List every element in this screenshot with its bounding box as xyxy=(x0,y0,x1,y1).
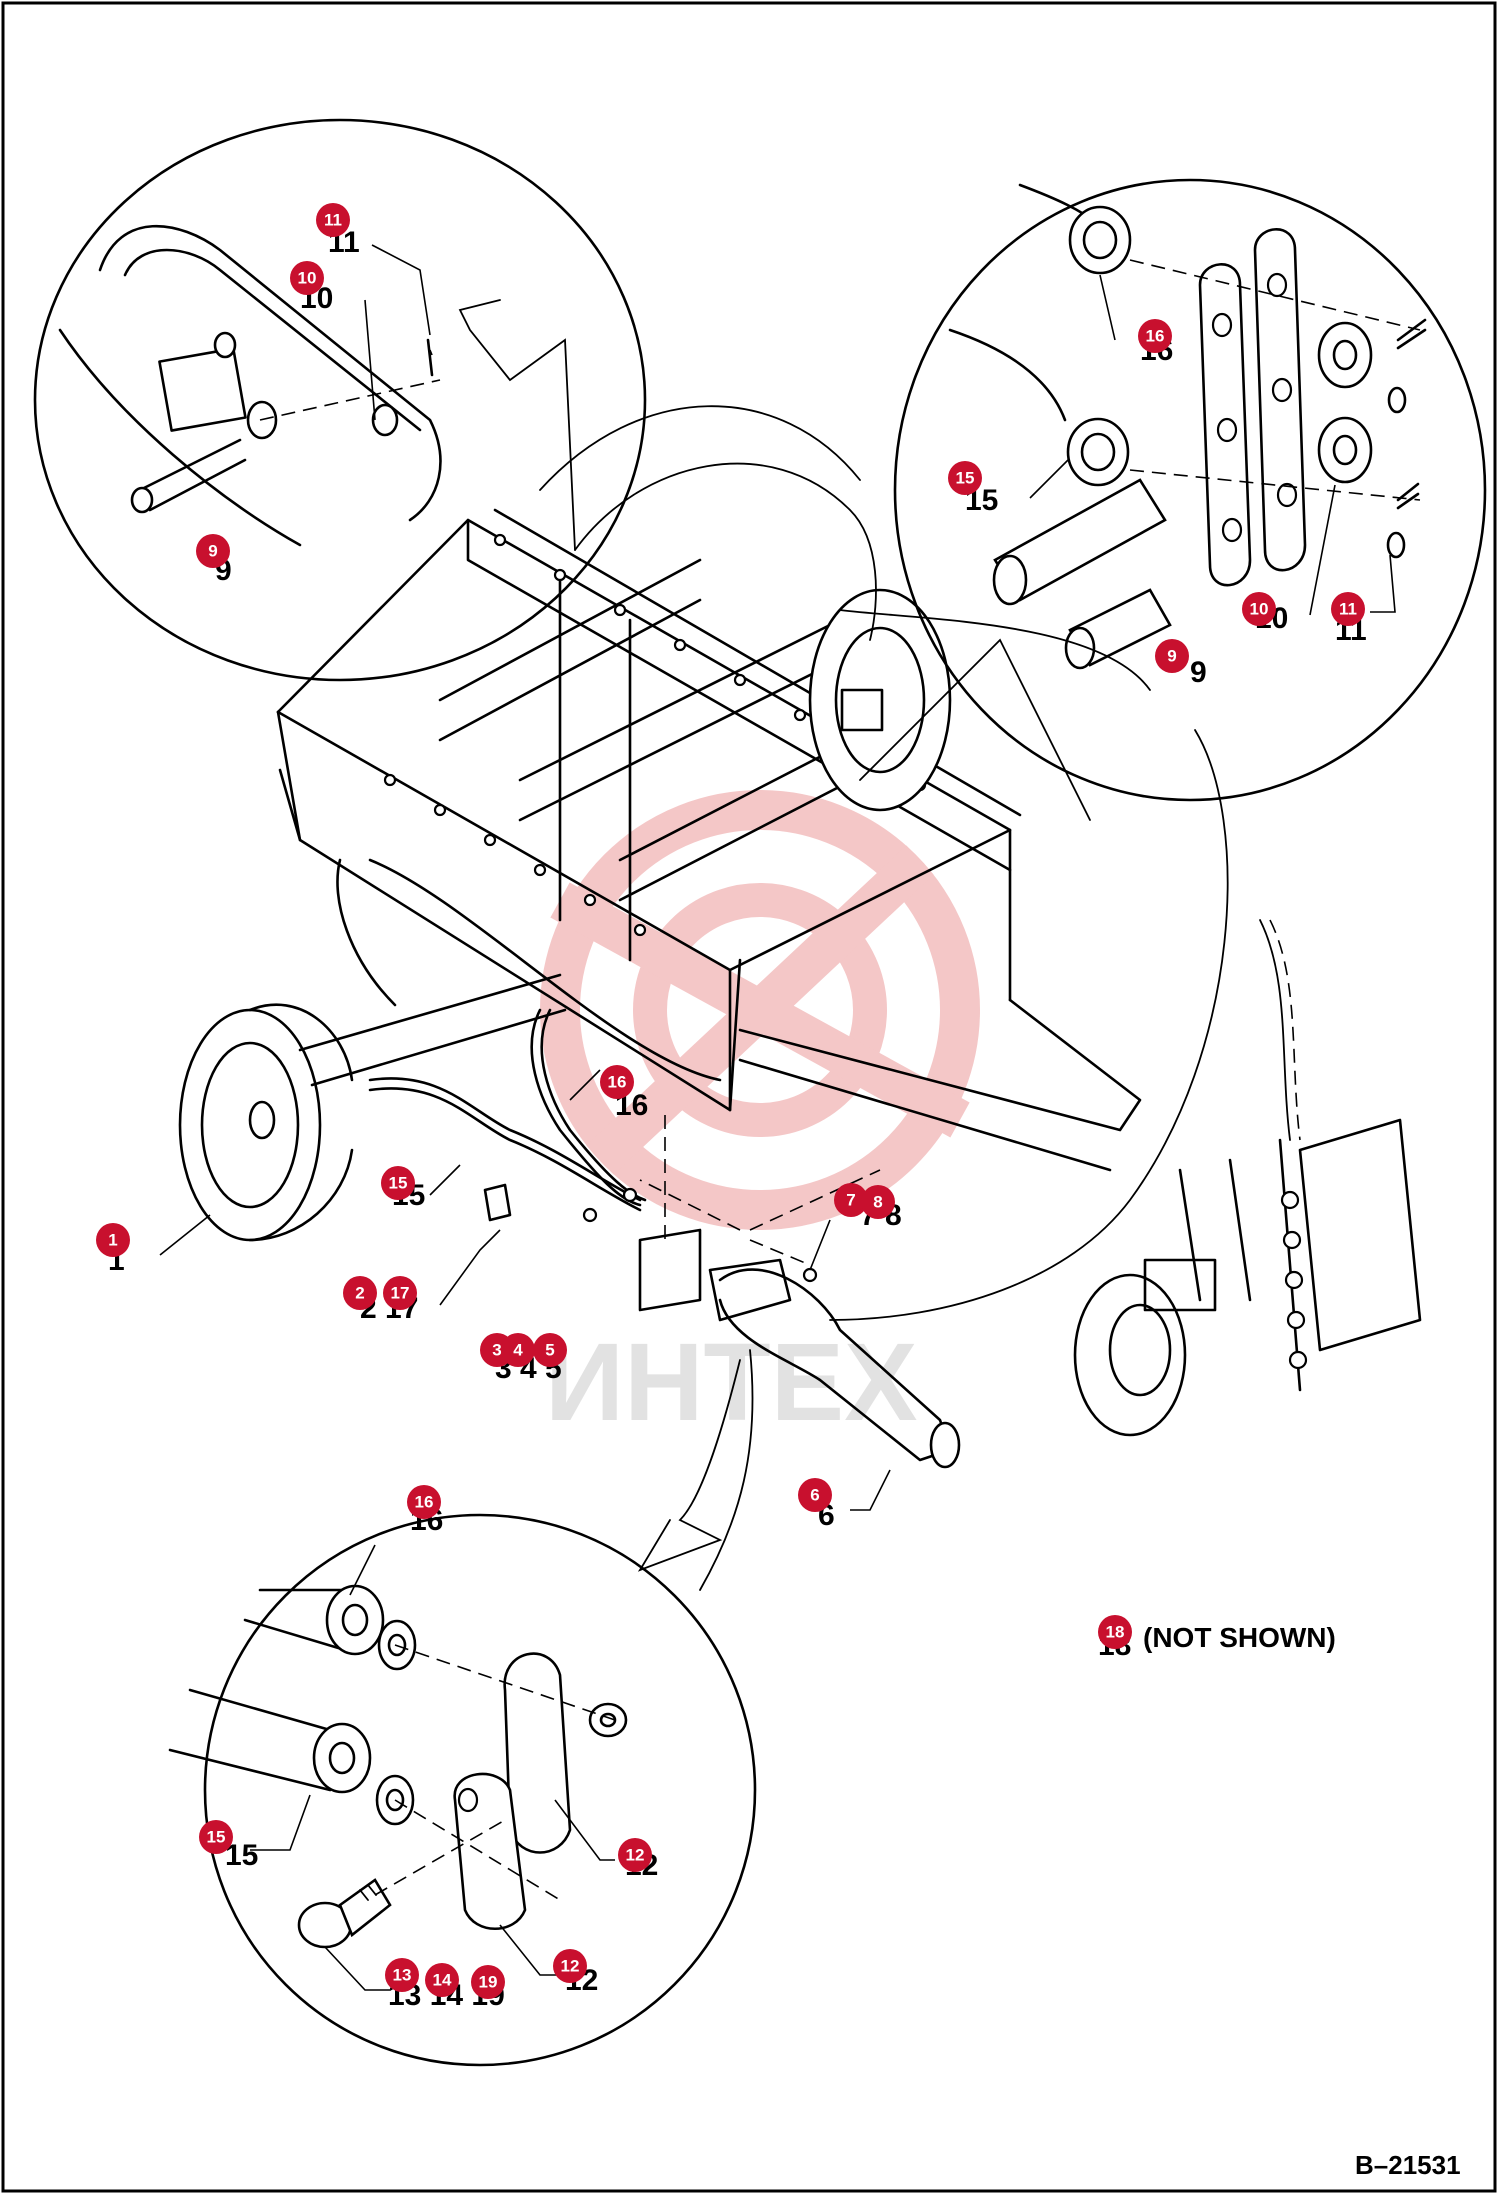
jack-wheel xyxy=(1073,1273,1187,1437)
callout-label: 15 xyxy=(389,1174,408,1193)
detail-circle-hub xyxy=(33,118,647,682)
callout-dot xyxy=(316,203,350,237)
callout-dot xyxy=(1138,319,1172,353)
callout-label: 10 xyxy=(1250,600,1269,619)
callout-1: 1 xyxy=(96,1223,130,1257)
callout-label: 19 xyxy=(479,1973,498,1992)
detail-circle-clamps xyxy=(168,1513,757,2067)
callout-2: 2 xyxy=(343,1276,377,1310)
callout-dot xyxy=(425,1963,459,1997)
callout-11: 11 xyxy=(316,203,350,237)
callout-16: 16 xyxy=(407,1485,441,1519)
callout-dot xyxy=(834,1183,868,1217)
callout-label: 16 xyxy=(608,1073,627,1092)
callout-15: 15 xyxy=(948,461,982,495)
callout-dot xyxy=(501,1333,535,1367)
callout-12: 12 xyxy=(553,1949,587,1983)
not-shown-note: (NOT SHOWN) xyxy=(1143,1622,1336,1653)
callout-16: 16 xyxy=(600,1065,634,1099)
trailer-frame xyxy=(178,508,1422,1437)
callout-label: 9 xyxy=(208,542,217,561)
callout-label: 2 xyxy=(355,1284,364,1303)
callout-label: 17 xyxy=(391,1284,410,1303)
callout-dot xyxy=(861,1185,895,1219)
callout-label: 15 xyxy=(207,1828,226,1847)
callout-15: 15 xyxy=(199,1820,233,1854)
callout-dot xyxy=(1331,592,1365,626)
callout-5: 5 xyxy=(533,1333,567,1367)
callout-label: 10 xyxy=(298,269,317,288)
callout-8: 8 xyxy=(861,1185,895,1219)
callout-label: 13 xyxy=(393,1966,412,1985)
drawing-number: B–21531 xyxy=(1355,2150,1461,2180)
callout-17: 17 xyxy=(383,1276,417,1310)
watermark-text: ИНТЕХ xyxy=(545,1321,917,1444)
callout-9: 9 xyxy=(196,534,230,568)
callout-label: 14 xyxy=(433,1971,452,1990)
callout-dot xyxy=(533,1333,567,1367)
callout-label: 16 xyxy=(1146,327,1165,346)
callout-dot xyxy=(798,1478,832,1512)
callout-15: 15 xyxy=(381,1166,415,1200)
callout-dot xyxy=(196,534,230,568)
callout-11: 11 xyxy=(1331,592,1365,626)
callout-dot xyxy=(199,1820,233,1854)
ref-9b: 9 xyxy=(1190,656,1207,689)
callout-dot xyxy=(471,1965,505,1999)
callout-dot xyxy=(381,1166,415,1200)
callout-label: 5 xyxy=(545,1341,554,1360)
callout-10: 10 xyxy=(1242,592,1276,626)
callout-16: 16 xyxy=(1138,319,1172,353)
callout-dot xyxy=(343,1276,377,1310)
callout-19: 19 xyxy=(471,1965,505,1999)
callout-dot xyxy=(385,1958,419,1992)
callout-label: 12 xyxy=(561,1957,580,1976)
main-leaders xyxy=(159,1069,891,1511)
wire-harness xyxy=(368,1008,961,1469)
callout-10: 10 xyxy=(290,261,324,295)
callout-14: 14 xyxy=(425,1963,459,1997)
callout-label: 12 xyxy=(626,1846,645,1865)
callout-12: 12 xyxy=(618,1838,652,1872)
callout-6: 6 xyxy=(798,1478,832,1512)
callout-18: 18 xyxy=(1098,1615,1132,1649)
callout-label: 8 xyxy=(873,1193,882,1212)
callout-dot xyxy=(1155,639,1189,673)
callout-label: 1 xyxy=(108,1231,117,1250)
callout-label: 7 xyxy=(846,1191,855,1210)
callout-dot xyxy=(1098,1615,1132,1649)
callout-13: 13 xyxy=(385,1958,419,1992)
callout-dot xyxy=(553,1949,587,1983)
watermark-logo xyxy=(540,790,980,1230)
callout-label: 4 xyxy=(513,1341,523,1360)
callout-4: 4 xyxy=(501,1333,535,1367)
callout-7: 7 xyxy=(834,1183,868,1217)
callout-dot xyxy=(290,261,324,295)
detail-connectors xyxy=(458,299,1229,1591)
callout-dot xyxy=(600,1065,634,1099)
callout-dot xyxy=(948,461,982,495)
detail-circle-links xyxy=(893,178,1487,802)
callout-label: 15 xyxy=(956,469,975,488)
callout-dot xyxy=(96,1223,130,1257)
callout-label: 3 xyxy=(492,1341,501,1360)
callout-label: 18 xyxy=(1106,1623,1125,1642)
callout-dot xyxy=(383,1276,417,1310)
callout-dot xyxy=(618,1838,652,1872)
right-rear-wheel xyxy=(808,588,952,812)
callout-label: 11 xyxy=(1339,600,1357,619)
callout-label: 16 xyxy=(415,1493,434,1512)
callout-dot xyxy=(1242,592,1276,626)
callout-label: 11 xyxy=(324,211,342,230)
callout-9: 9 xyxy=(1155,639,1189,673)
callout-label: 9 xyxy=(1167,647,1176,666)
callout-dot xyxy=(407,1485,441,1519)
callout-label: 6 xyxy=(810,1486,819,1505)
